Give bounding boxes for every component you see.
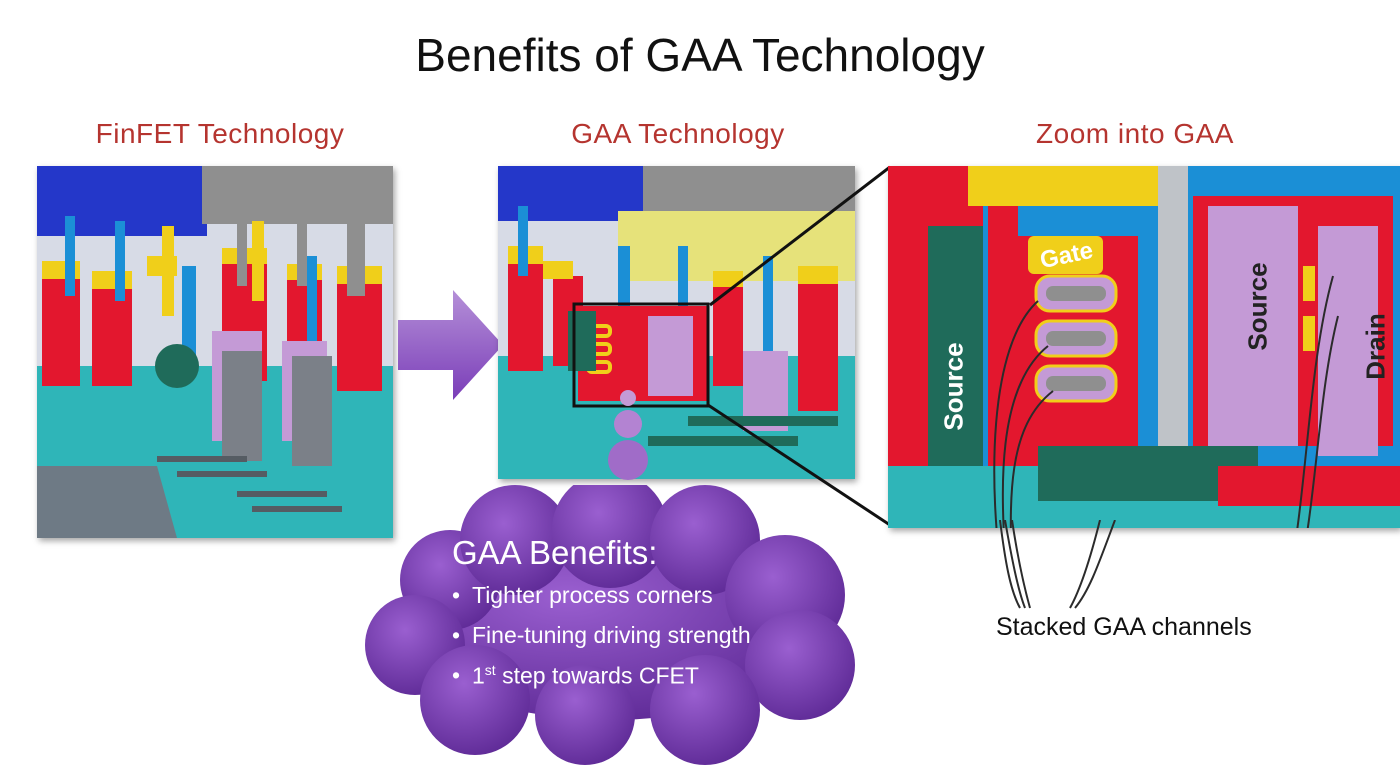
- stacked-channels-label: Stacked GAA channels: [996, 613, 1252, 641]
- benefits-text: GAA Benefits: Tighter process corners Fi…: [448, 534, 751, 703]
- finfet-panel-title: FinFET Technology: [95, 118, 345, 149]
- zoom-illustration: Source Gate Source Drain: [888, 166, 1400, 528]
- benefit-item: Tighter process corners: [448, 582, 751, 609]
- thought-bubbles: [608, 390, 648, 480]
- source-left-label: Source: [938, 342, 969, 431]
- channel-pointer-lines: [999, 520, 1116, 609]
- benefits-heading: GAA Benefits:: [452, 534, 658, 571]
- zoom-panel-title: Zoom into GAA: [1036, 118, 1234, 149]
- benefit-item: Fine-tuning driving strength: [448, 622, 751, 649]
- benefit-item-suffix: step towards CFET: [495, 662, 699, 689]
- benefit-item-sup: st: [484, 662, 496, 678]
- zoom-connector: [707, 165, 891, 527]
- source-right-label: Source: [1242, 262, 1273, 351]
- benefit-item-prefix: 1: [472, 662, 485, 689]
- benefit-item: 1st step towards CFET: [448, 662, 751, 690]
- drain-label: Drain: [1360, 313, 1391, 380]
- gaa-panel-title: GAA Technology: [571, 118, 785, 149]
- gaa-illustration: [498, 166, 855, 479]
- page-title: Benefits of GAA Technology: [415, 29, 985, 81]
- right-arrow-icon: [398, 290, 503, 400]
- finfet-illustration: [37, 166, 393, 538]
